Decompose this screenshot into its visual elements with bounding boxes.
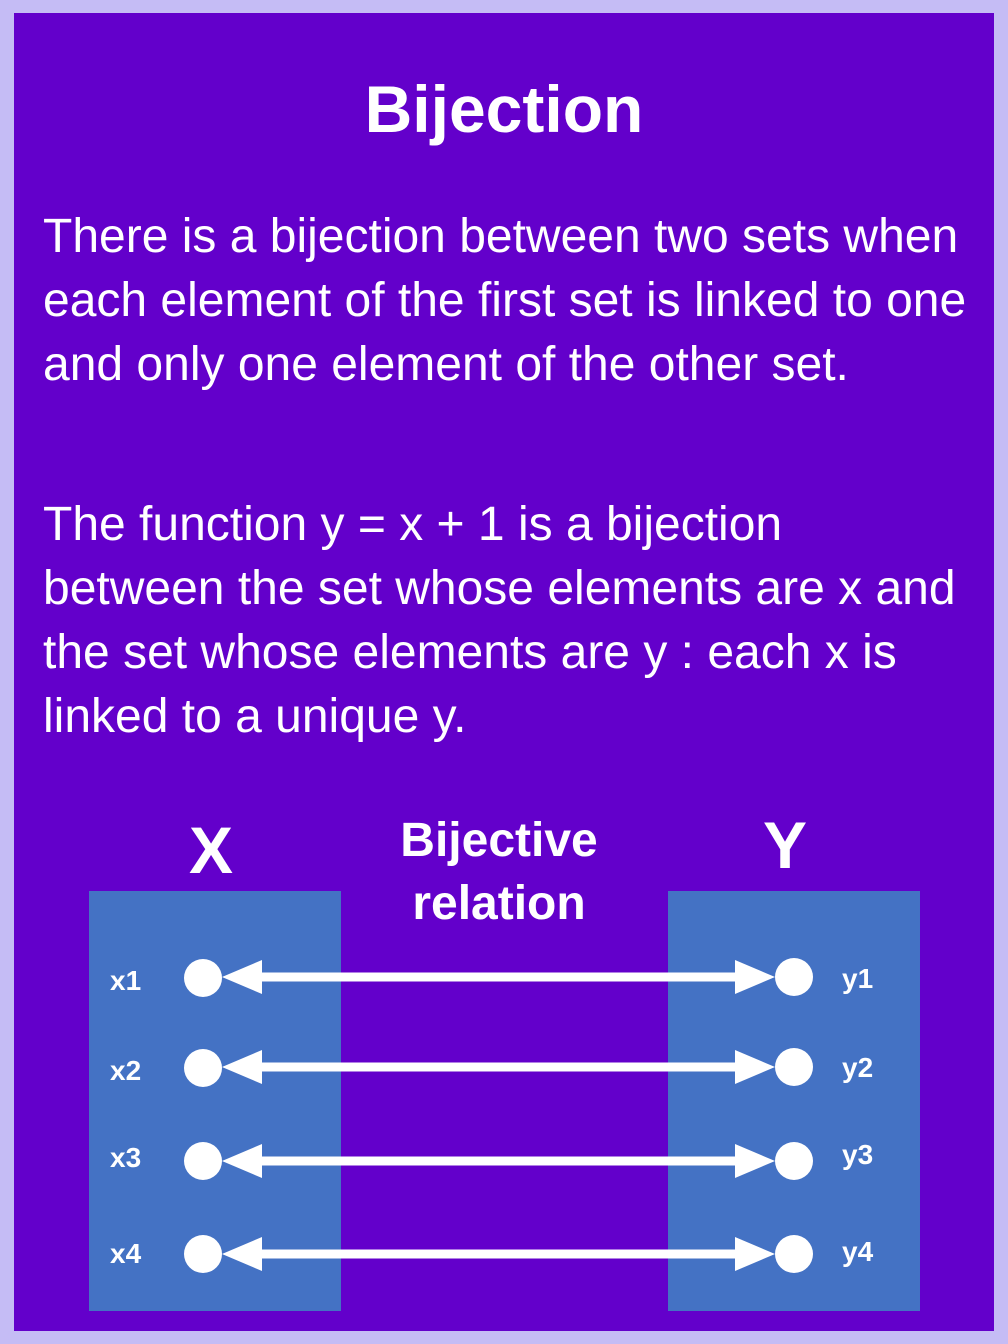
connection-row-1: x1 y1 — [110, 958, 873, 997]
definition-paragraph: There is a bijection between two sets wh… — [43, 210, 967, 391]
x-element-label: x2 — [110, 1055, 141, 1086]
connection-row-4: x4 y4 — [110, 1235, 874, 1273]
y-element-label: y2 — [842, 1052, 873, 1083]
x-element-dot — [184, 1049, 222, 1087]
y-element-label: y3 — [842, 1139, 873, 1170]
bijection-diagram: X Y Bijective relation x1 y1 x2 y2 x3 — [89, 808, 920, 1311]
set-x-label: X — [189, 813, 233, 887]
x-element-label: x3 — [110, 1142, 141, 1173]
arrowhead-left — [222, 1050, 262, 1084]
arrowhead-right — [735, 1237, 775, 1271]
connection-row-3: x3 y3 — [110, 1139, 873, 1180]
y-element-label: y1 — [842, 963, 873, 994]
x-element-label: x4 — [110, 1238, 142, 1269]
x-element-label: x1 — [110, 965, 141, 996]
connection-row-2: x2 y2 — [110, 1048, 873, 1087]
arrowhead-right — [735, 960, 775, 994]
x-element-dot — [184, 1142, 222, 1180]
y-element-dot — [775, 1142, 813, 1180]
content-card: Bijection There is a bijection between t… — [14, 13, 994, 1331]
arrowhead-right — [735, 1144, 775, 1178]
arrowhead-left — [222, 1144, 262, 1178]
y-element-dot — [775, 1048, 813, 1086]
arrowhead-left — [222, 1237, 262, 1271]
arrowhead-left — [222, 960, 262, 994]
page-title: Bijection — [364, 72, 644, 146]
example-paragraph: The function y = x + 1 is a bijection be… — [43, 498, 956, 743]
relation-label-line1: Bijective — [400, 814, 597, 867]
x-element-dot — [184, 1235, 222, 1273]
x-element-dot — [184, 959, 222, 997]
y-element-dot — [775, 958, 813, 996]
relation-label-line2: relation — [412, 877, 585, 930]
y-element-dot — [775, 1235, 813, 1273]
y-element-label: y4 — [842, 1236, 874, 1267]
arrowhead-right — [735, 1050, 775, 1084]
set-y-label: Y — [763, 808, 807, 882]
